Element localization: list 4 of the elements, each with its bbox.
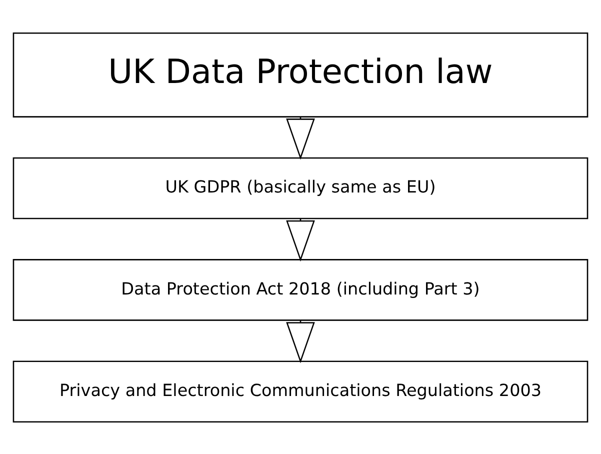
node-box: Data Protection Act 2018 (including Part 3) xyxy=(12,258,588,320)
node-box: UK Data Protection law xyxy=(12,32,588,117)
node-box: Privacy and Electronic Communications Regulations 2003 xyxy=(12,360,588,422)
node-box: UK GDPR (basically same as EU) xyxy=(12,156,588,219)
